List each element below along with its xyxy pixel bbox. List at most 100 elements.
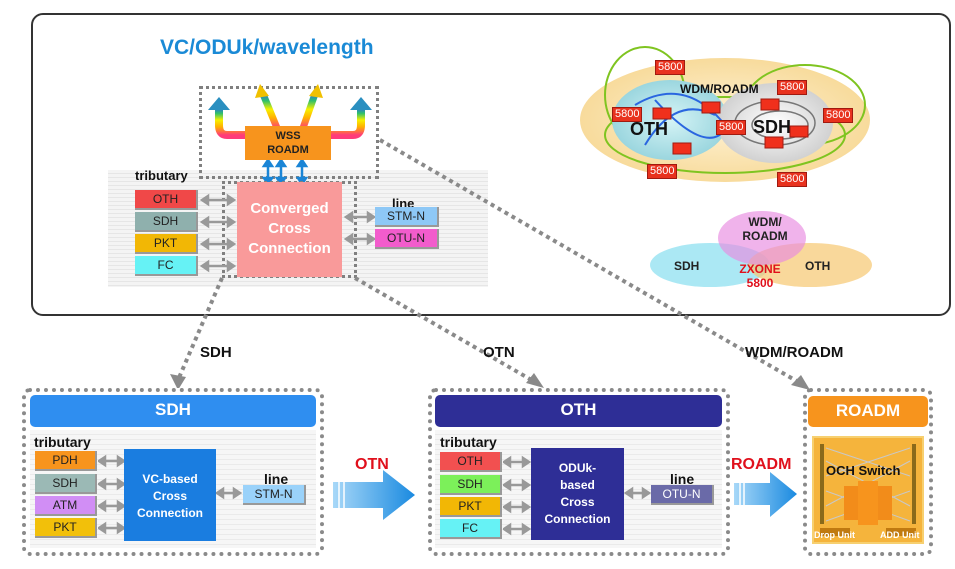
- vc-cross-connection: VC-based Cross Connection: [124, 449, 216, 541]
- connector-label-wdm: WDM/ROADM: [745, 344, 844, 361]
- tributary-fc-label: FC: [157, 258, 174, 272]
- oth-trib-oth: OTH: [440, 452, 502, 472]
- arrow-right-head: [350, 97, 372, 110]
- connector-otn: [353, 276, 537, 384]
- och-switch-label: OCH Switch: [826, 463, 901, 478]
- venn-top-label: WDM/ ROADM: [740, 215, 790, 243]
- oth-line-otu-n: OTU-N: [651, 485, 714, 505]
- tributary-oth-label: OTH: [152, 192, 179, 206]
- tributary-fc: FC: [135, 256, 198, 276]
- node-tag-5800: 5800: [647, 164, 678, 179]
- oduk-core-line1: ODUk-: [558, 461, 597, 475]
- oth-link-arrows: [503, 455, 652, 536]
- drop-unit-label: Drop Unit: [814, 530, 855, 540]
- sdh-trib-sdh-label: SDH: [52, 476, 78, 490]
- sdh-panel-header: SDH: [30, 395, 316, 427]
- oth-trib-fc-label: FC: [462, 521, 478, 535]
- line-otu-n: OTU-N: [375, 229, 439, 249]
- oduk-core-line3: Cross: [560, 495, 595, 509]
- oth-trib-pkt-label: PKT: [458, 499, 482, 513]
- switch-core: [844, 481, 892, 525]
- venn-top-line1: WDM/: [748, 215, 782, 229]
- add-unit-label: ADD Unit: [880, 530, 920, 540]
- oth-trib-sdh: SDH: [440, 475, 502, 495]
- tributary-label: tributary: [135, 168, 188, 183]
- sdh-line-stm-n-label: STM-N: [254, 487, 293, 501]
- arrow-up-left: [259, 92, 281, 130]
- node-tag-5800: 5800: [777, 172, 808, 187]
- tributary-pkt-label: PKT: [153, 236, 178, 250]
- diagram-title: VC/ODUk/wavelength: [160, 36, 374, 59]
- venn-top-line2: ROADM: [742, 229, 788, 243]
- arrow-up-right: [299, 92, 319, 130]
- arrow-right: [331, 108, 365, 139]
- connector-sdh: [176, 277, 224, 381]
- arrow-up-left-head: [255, 84, 269, 98]
- vc-core-line3: Connection: [137, 506, 203, 520]
- sdh-cloud-label: SDH: [753, 117, 791, 137]
- oth-line-label: line: [670, 471, 695, 487]
- connector-sdh-head: [170, 374, 186, 390]
- oduk-core-line4: Connection: [544, 512, 611, 526]
- oth-line-otu-n-label: OTU-N: [662, 487, 701, 501]
- core-line3: Connection: [248, 240, 331, 257]
- node-tag-5800: 5800: [716, 120, 747, 135]
- arrow-up-right-head: [309, 84, 323, 98]
- oth-panel-header: OTH: [435, 395, 722, 427]
- connector-wdm: [378, 138, 802, 385]
- flow-arrow-roadm: [734, 472, 797, 517]
- wss-line2: ROADM: [267, 144, 309, 156]
- sdh-trib-sdh: SDH: [35, 474, 97, 494]
- sdh-link-arrows: [98, 454, 243, 535]
- sdh-line-stm-n: STM-N: [243, 485, 306, 505]
- sdh-trib-pkt: PKT: [35, 518, 97, 538]
- venn-center-line1: ZXONE: [739, 262, 781, 276]
- node-tag-5800: 5800: [612, 107, 643, 122]
- tributary-sdh-label: SDH: [152, 214, 179, 228]
- connector-wdm-head: [791, 375, 810, 390]
- arrow-left: [215, 108, 247, 139]
- tributary-pkt: PKT: [135, 234, 198, 254]
- sdh-tributary-label: tributary: [34, 434, 91, 450]
- core-line1: Converged: [250, 200, 329, 217]
- node-tag-5800: 5800: [823, 108, 854, 123]
- venn-wdm: [718, 211, 806, 265]
- venn-diagram: [650, 211, 872, 287]
- wss-line1: WSS: [275, 130, 301, 142]
- line-otu-n-label: OTU-N: [387, 231, 425, 245]
- oth-trib-pkt: PKT: [440, 497, 502, 517]
- wss-region: [199, 86, 379, 179]
- flow-label-otn: OTN: [355, 456, 389, 473]
- tributary-link-arrows: [200, 193, 377, 273]
- oth-trib-fc: FC: [440, 519, 502, 539]
- venn-center-line2: 5800: [746, 276, 774, 290]
- converged-cross-connection: Converged Cross Connection: [237, 182, 342, 277]
- node-tag-5800: 5800: [655, 60, 686, 75]
- network-nodes: [652, 98, 809, 155]
- wss-roadm-box: WSS ROADM: [245, 126, 331, 160]
- venn-oth-label: OTH: [805, 259, 831, 273]
- sdh-trib-atm: ATM: [35, 496, 97, 516]
- port-markers: [820, 444, 916, 524]
- oth-cloud: [612, 80, 728, 160]
- node-tag-5800: 5800: [777, 80, 808, 95]
- sdh-trib-pdh-label: PDH: [52, 453, 78, 467]
- wavelength-arrows: [208, 84, 372, 139]
- sdh-line-label: line: [264, 471, 289, 487]
- oth-cloud-label: OTH: [630, 119, 668, 139]
- oth-tributary-label: tributary: [440, 434, 497, 450]
- oduk-cross-connection: ODUk- based Cross Connection: [531, 448, 624, 540]
- line-stm-n: STM-N: [375, 207, 439, 227]
- core-line2: Cross: [268, 220, 311, 237]
- vc-core-line2: Cross: [152, 489, 187, 503]
- oduk-core-line2: based: [560, 478, 595, 492]
- sdh-cloud: [717, 83, 833, 163]
- connector-otn-head: [526, 373, 544, 388]
- flow-arrow-otn: [333, 470, 415, 520]
- flow-label-roadm: ROADM: [731, 456, 792, 473]
- sdh-trib-atm-label: ATM: [52, 498, 78, 512]
- venn-center-label: ZXONE 5800: [735, 262, 785, 290]
- arrow-left-head: [208, 97, 230, 110]
- tributary-sdh: SDH: [135, 212, 198, 232]
